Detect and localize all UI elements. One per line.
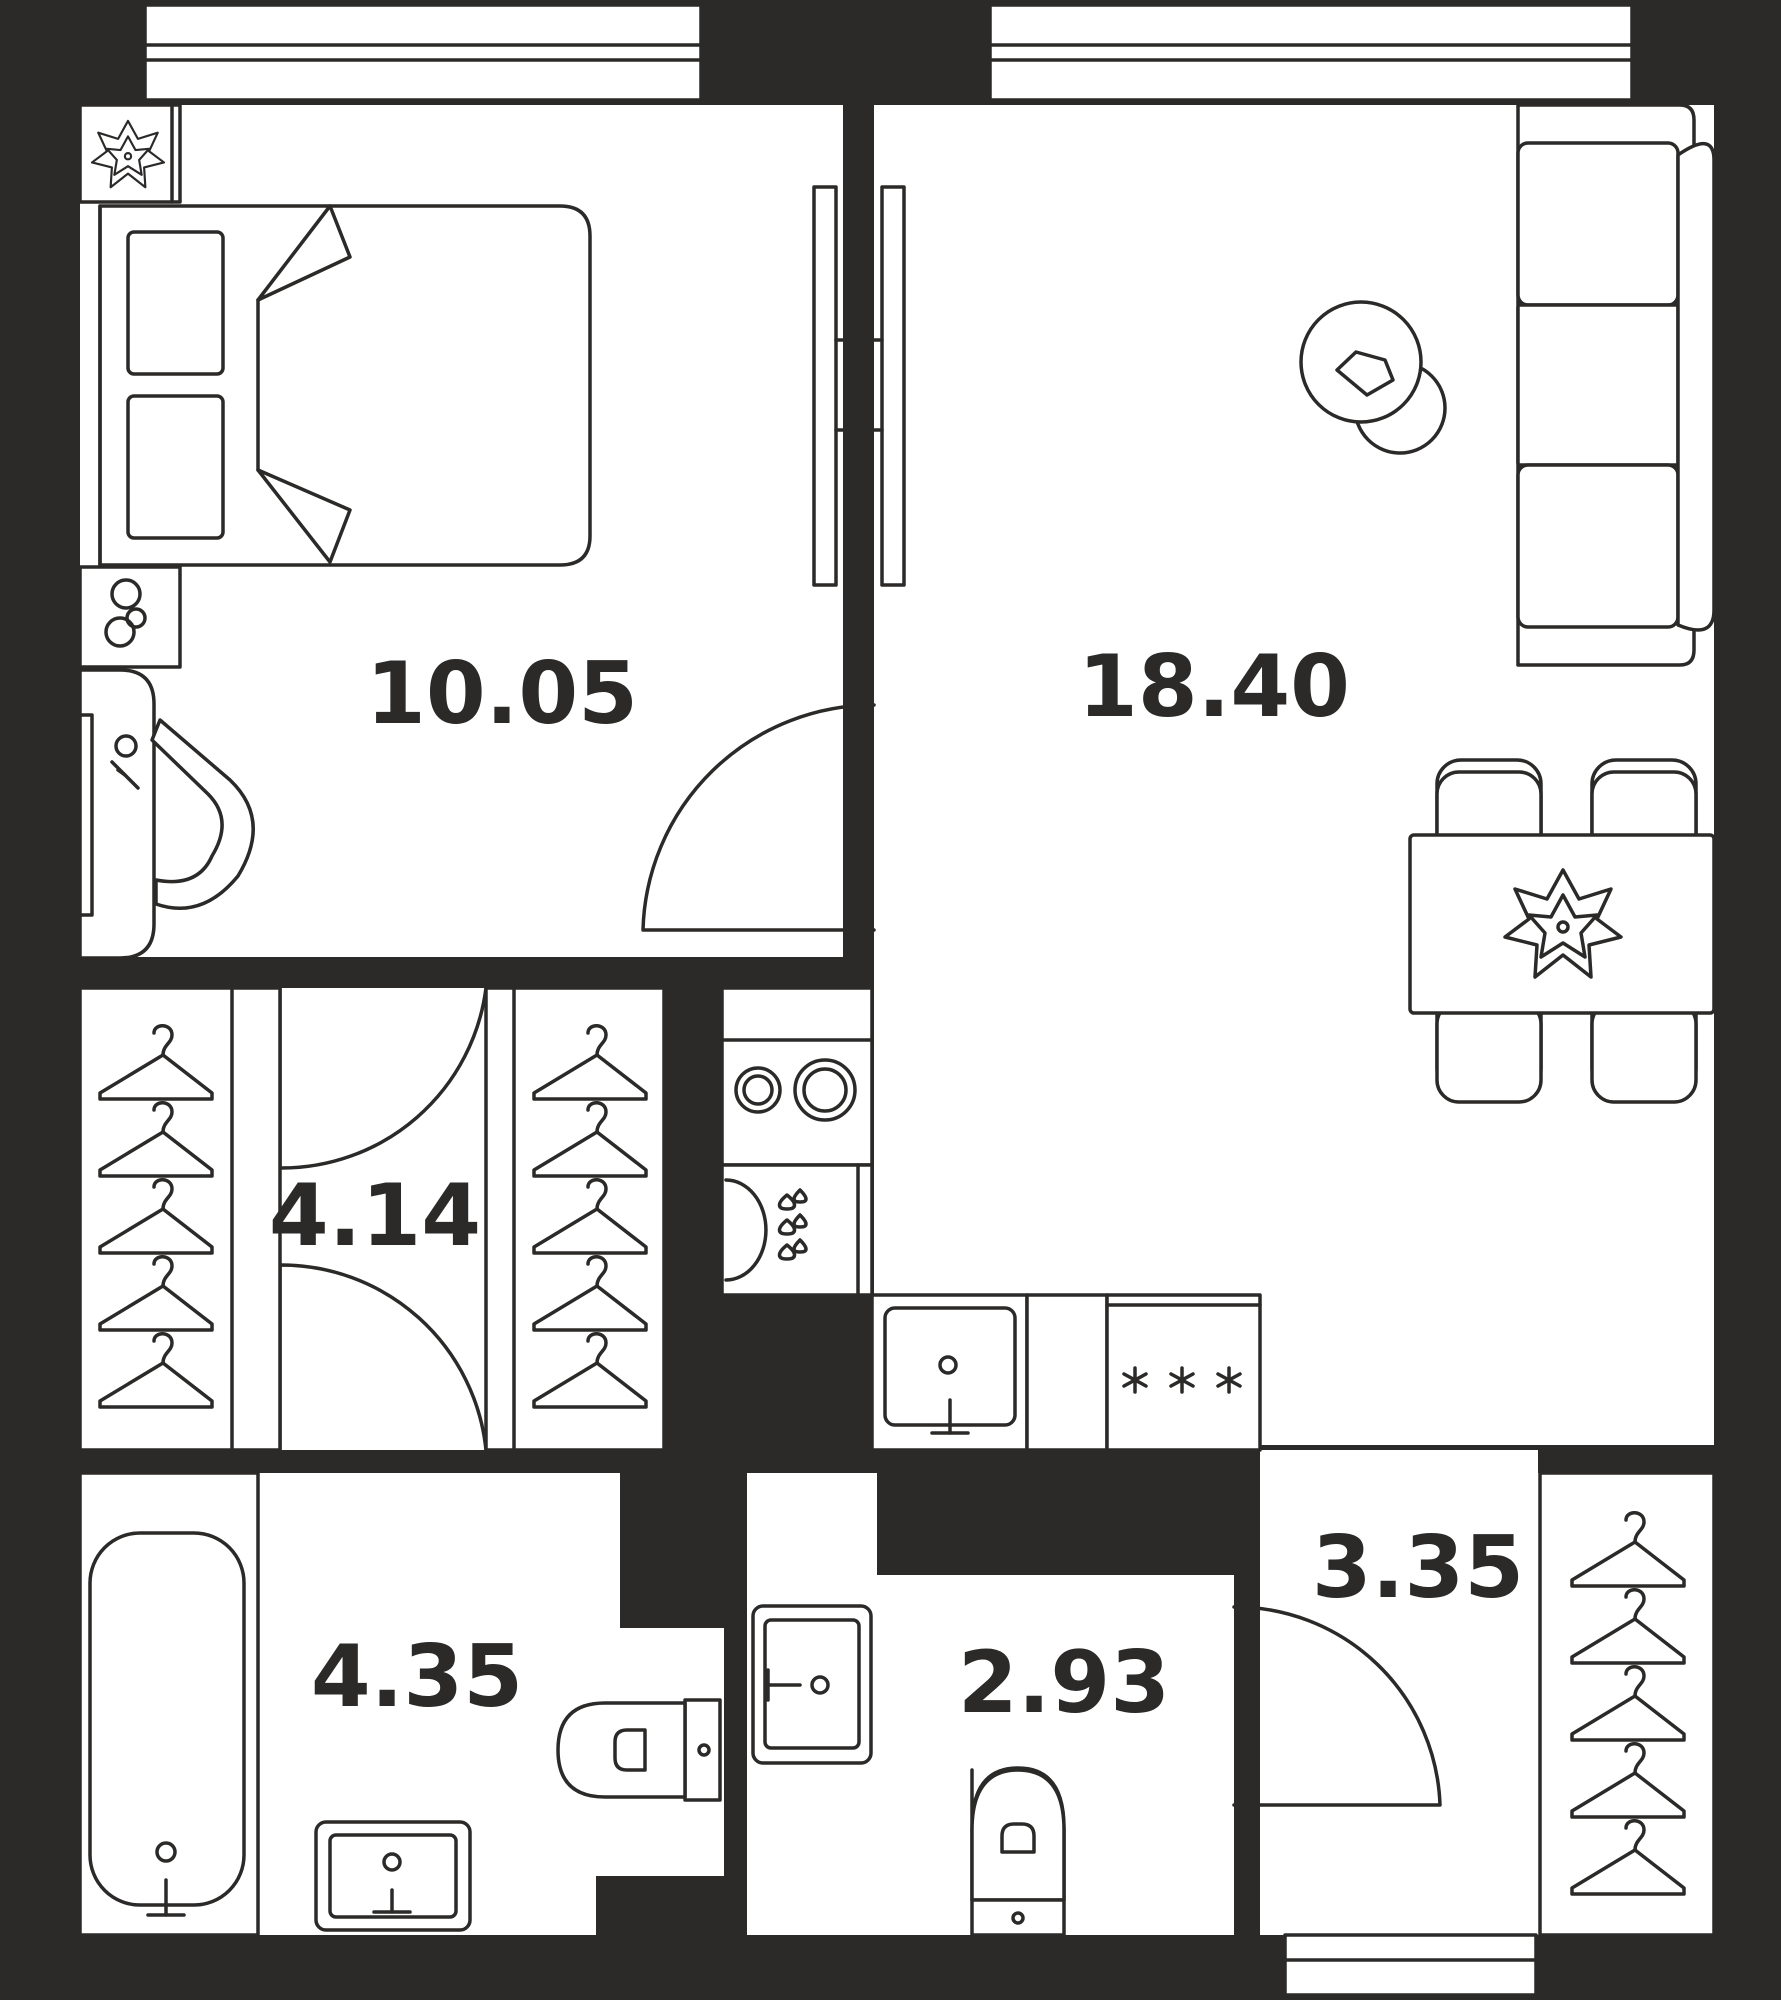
door-swing-icon	[641, 703, 876, 932]
toilet-icon	[970, 1766, 1066, 1937]
nightstand-lamp-icon	[78, 565, 182, 669]
double-bed-icon	[98, 204, 592, 567]
door-swing-icon	[1232, 1605, 1442, 1807]
stove-icon	[720, 986, 874, 1167]
wardrobe-hanger-icon	[1538, 1471, 1716, 1937]
desk-chair-icon	[78, 668, 255, 960]
dishwasher-icon	[720, 1163, 874, 1297]
bathroom-area-label: 4.35	[311, 1627, 523, 1727]
dining-table-icon	[1408, 833, 1716, 1015]
window-icon	[988, 3, 1634, 102]
kitchen-sink-icon	[870, 1293, 1109, 1452]
sliding-door-icon	[812, 185, 906, 587]
interior-walls	[80, 105, 1714, 1935]
door-swing-icon	[278, 986, 488, 1170]
hallway-area-label: 4.14	[269, 1166, 481, 1266]
coffee-table-icon	[1299, 300, 1447, 455]
bathtub-icon	[78, 1471, 260, 1937]
fridge-icon	[1105, 1293, 1262, 1452]
window-icon	[143, 3, 703, 102]
flower-pot-icon	[78, 103, 182, 204]
sofa-icon	[1516, 103, 1716, 667]
toilet-area-label: 2.93	[958, 1633, 1170, 1733]
wardrobe-hanger-icon	[484, 986, 666, 1452]
window-icon	[1283, 1933, 1538, 1997]
living-kitchen-area-label: 18.40	[1078, 637, 1350, 737]
toilet-icon	[556, 1698, 722, 1802]
storage-area-label: 3.35	[1312, 1518, 1524, 1618]
wardrobe-hanger-icon	[78, 986, 282, 1452]
washbasin-icon	[751, 1604, 873, 1765]
washbasin-icon	[314, 1820, 472, 1932]
door-swing-icon	[278, 1263, 488, 1452]
bedroom-area-label: 10.05	[366, 644, 638, 744]
